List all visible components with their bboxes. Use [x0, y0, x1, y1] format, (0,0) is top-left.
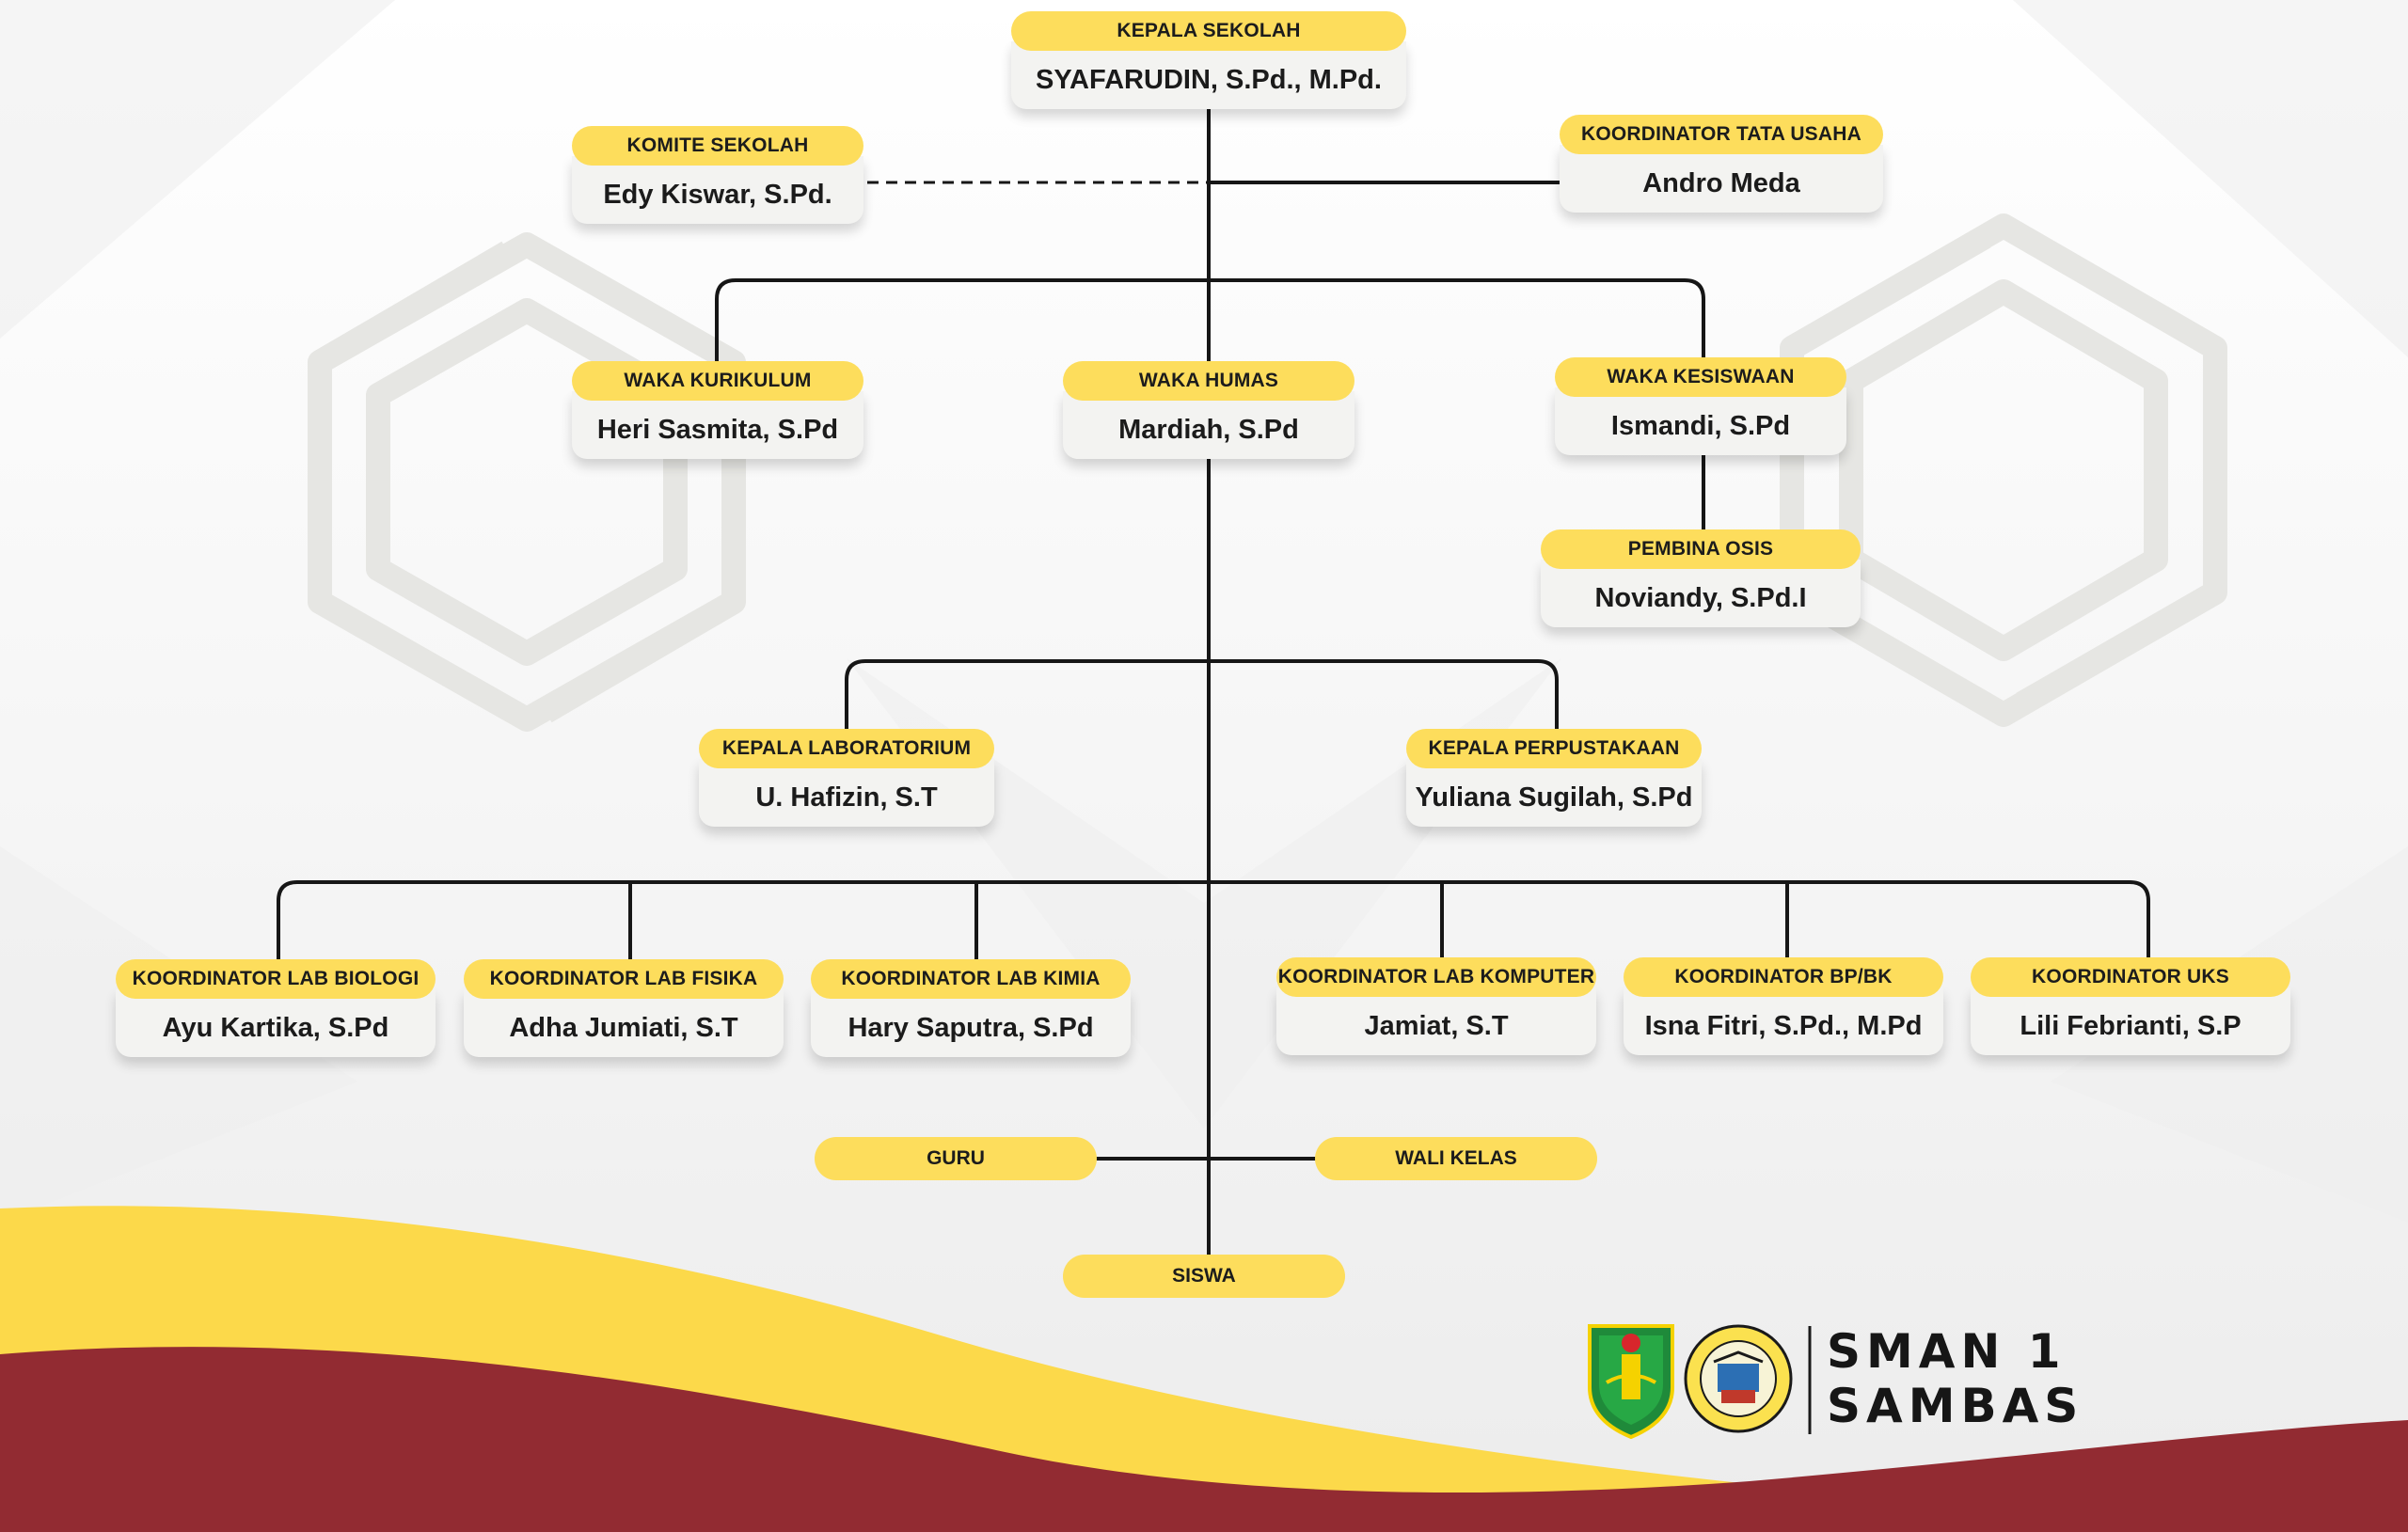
school-name-line2: SAMBAS — [1827, 1379, 2084, 1433]
waka-humas-role: WAKA HUMAS — [1063, 361, 1354, 401]
koordinator-lab-fisika-name: Adha Jumiati, S.T — [464, 989, 784, 1057]
koordinator-lab-biologi-name: Ayu Kartika, S.Pd — [116, 989, 436, 1057]
koordinator-tata-usaha-node: KOORDINATOR TATA USAHA Andro Meda — [1560, 115, 1883, 213]
kepala-laboratorium-role: KEPALA LABORATORIUM — [699, 729, 994, 768]
koordinator-uks-role: KOORDINATOR UKS — [1971, 957, 2290, 997]
maroon-wave — [0, 1347, 2408, 1532]
koordinator-lab-kimia-name: Hary Saputra, S.Pd — [811, 989, 1131, 1057]
koordinator-lab-fisika-node: KOORDINATOR LAB FISIKA Adha Jumiati, S.T — [464, 959, 784, 1057]
school-seal-icon — [1684, 1324, 1793, 1433]
waka-kurikulum-node: WAKA KURIKULUM Heri Sasmita, S.Pd — [572, 361, 863, 459]
kepala-perpustakaan-name: Yuliana Sugilah, S.Pd — [1406, 759, 1702, 827]
guru-pill: GURU — [815, 1137, 1097, 1180]
waka-kurikulum-role: WAKA KURIKULUM — [572, 361, 863, 401]
waka-humas-name: Mardiah, S.Pd — [1063, 391, 1354, 459]
koordinator-lab-komputer-node: KOORDINATOR LAB KOMPUTER Jamiat, S.T — [1276, 957, 1596, 1055]
koordinator-lab-komputer-name: Jamiat, S.T — [1276, 987, 1596, 1055]
kepala-laboratorium-name: U. Hafizin, S.T — [699, 759, 994, 827]
koordinator-lab-kimia-role: KOORDINATOR LAB KIMIA — [811, 959, 1131, 999]
koordinator-lab-biologi-role: KOORDINATOR LAB BIOLOGI — [116, 959, 436, 999]
siswa-pill: SISWA — [1063, 1255, 1345, 1298]
koordinator-tata-usaha-role: KOORDINATOR TATA USAHA — [1560, 115, 1883, 154]
koordinator-bp-bk-name: Isna Fitri, S.Pd., M.Pd — [1624, 987, 1943, 1055]
waka-kesiswaan-role: WAKA KESISWAAN — [1555, 357, 1846, 397]
koordinator-bp-bk-node: KOORDINATOR BP/BK Isna Fitri, S.Pd., M.P… — [1624, 957, 1943, 1055]
school-name-line1: SMAN 1 — [1827, 1324, 2067, 1379]
pembina-osis-name: Noviandy, S.Pd.I — [1541, 560, 1861, 627]
waka-humas-node: WAKA HUMAS Mardiah, S.Pd — [1063, 361, 1354, 459]
koordinator-bp-bk-role: KOORDINATOR BP/BK — [1624, 957, 1943, 997]
kepala-perpustakaan-role: KEPALA PERPUSTAKAAN — [1406, 729, 1702, 768]
koordinator-tata-usaha-name: Andro Meda — [1560, 145, 1883, 213]
pembina-osis-role: PEMBINA OSIS — [1541, 529, 1861, 569]
koordinator-uks-name: Lili Febrianti, S.P — [1971, 987, 2290, 1055]
komite-sekolah-role: KOMITE SEKOLAH — [572, 126, 863, 166]
komite-sekolah-node: KOMITE SEKOLAH Edy Kiswar, S.Pd. — [572, 126, 863, 224]
school-name: SMAN 1 SAMBAS — [1827, 1324, 2083, 1433]
koordinator-lab-biologi-node: KOORDINATOR LAB BIOLOGI Ayu Kartika, S.P… — [116, 959, 436, 1057]
connector-lines — [277, 105, 2150, 1262]
kepala-perpustakaan-node: KEPALA PERPUSTAKAAN Yuliana Sugilah, S.P… — [1406, 729, 1702, 827]
kabupaten-emblem-icon — [1588, 1324, 1674, 1440]
pembina-osis-node: PEMBINA OSIS Noviandy, S.Pd.I — [1541, 529, 1861, 627]
kepala-sekolah-node: KEPALA SEKOLAH SYAFARUDIN, S.Pd., M.Pd. — [1011, 11, 1406, 109]
komite-sekolah-name: Edy Kiswar, S.Pd. — [572, 156, 863, 224]
waka-kesiswaan-name: Ismandi, S.Pd — [1555, 387, 1846, 455]
koordinator-lab-komputer-role: KOORDINATOR LAB KOMPUTER — [1276, 957, 1596, 997]
kepala-laboratorium-node: KEPALA LABORATORIUM U. Hafizin, S.T — [699, 729, 994, 827]
waka-kesiswaan-node: WAKA KESISWAAN Ismandi, S.Pd — [1555, 357, 1846, 455]
kepala-sekolah-role: KEPALA SEKOLAH — [1011, 11, 1406, 51]
hexagon-watermark-right — [1780, 213, 2227, 727]
koordinator-lab-kimia-node: KOORDINATOR LAB KIMIA Hary Saputra, S.Pd — [811, 959, 1131, 1057]
koordinator-uks-node: KOORDINATOR UKS Lili Febrianti, S.P — [1971, 957, 2290, 1055]
wali-kelas-pill: WALI KELAS — [1315, 1137, 1597, 1180]
kepala-sekolah-name: SYAFARUDIN, S.Pd., M.Pd. — [1011, 41, 1406, 109]
waka-kurikulum-name: Heri Sasmita, S.Pd — [572, 391, 863, 459]
koordinator-lab-fisika-role: KOORDINATOR LAB FISIKA — [464, 959, 784, 999]
